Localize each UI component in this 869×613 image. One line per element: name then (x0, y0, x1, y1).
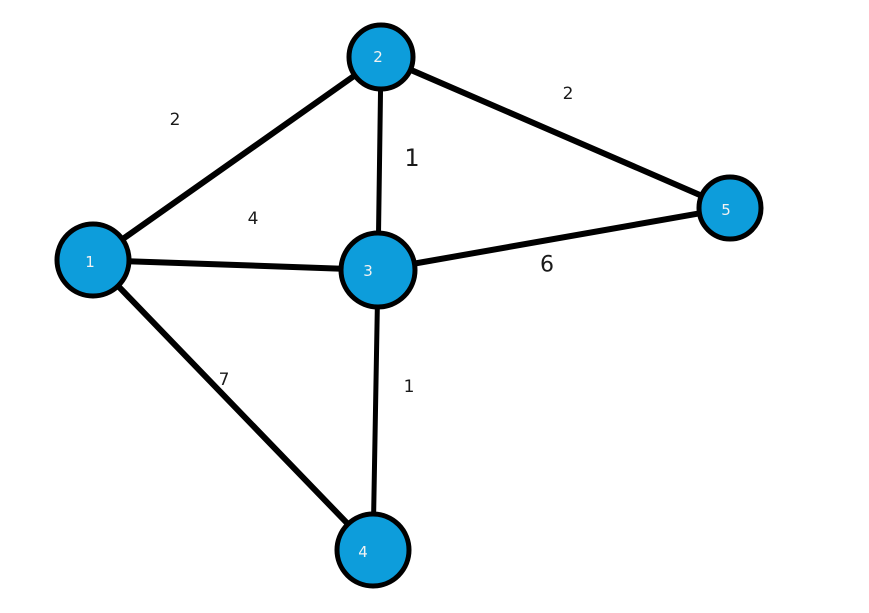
node-circle-4[interactable] (334, 511, 412, 589)
graph-node-5[interactable]: 5 (696, 174, 764, 242)
edge-weight-label-1-4: 7 (219, 370, 230, 390)
graph-edge-1-4 (114, 282, 352, 528)
graph-edge-2-3 (376, 85, 384, 237)
node-circle-1[interactable] (54, 221, 132, 299)
edge-weight-label-3-5: 6 (540, 253, 554, 278)
edge-labels-layer: 2 2 1 4 6 7 1 (170, 84, 574, 397)
edge-weight-label-3-4: 1 (404, 377, 415, 397)
edge-weight-label-1-3: 4 (248, 209, 259, 229)
node-label-4: 4 (358, 543, 368, 561)
graph-node-1[interactable]: 1 (54, 221, 132, 299)
edge-weight-label-2-3: 1 (404, 144, 419, 172)
graph-node-4[interactable]: 4 (334, 511, 412, 589)
graph-edge-2-5 (406, 66, 706, 200)
nodes-layer: 1 2 3 4 5 (54, 22, 764, 589)
edge-weight-label-2-5: 2 (563, 84, 574, 104)
node-label-3: 3 (363, 262, 373, 280)
node-circle-5[interactable] (696, 174, 764, 242)
node-circle-3[interactable] (338, 230, 418, 310)
graph-node-3[interactable]: 3 (338, 230, 418, 310)
node-label-1: 1 (85, 253, 95, 271)
graph-edge-1-2 (118, 71, 359, 243)
graph-edge-1-3 (124, 258, 346, 272)
node-label-5: 5 (721, 201, 731, 219)
graph-node-2[interactable]: 2 (346, 22, 416, 92)
node-circle-2[interactable] (346, 22, 416, 92)
edge-weight-label-1-2: 2 (170, 110, 181, 130)
node-label-2: 2 (373, 48, 383, 66)
graph-edge-3-4 (371, 303, 380, 518)
edges-layer (114, 66, 706, 528)
graph-edge-3-5 (410, 210, 704, 267)
